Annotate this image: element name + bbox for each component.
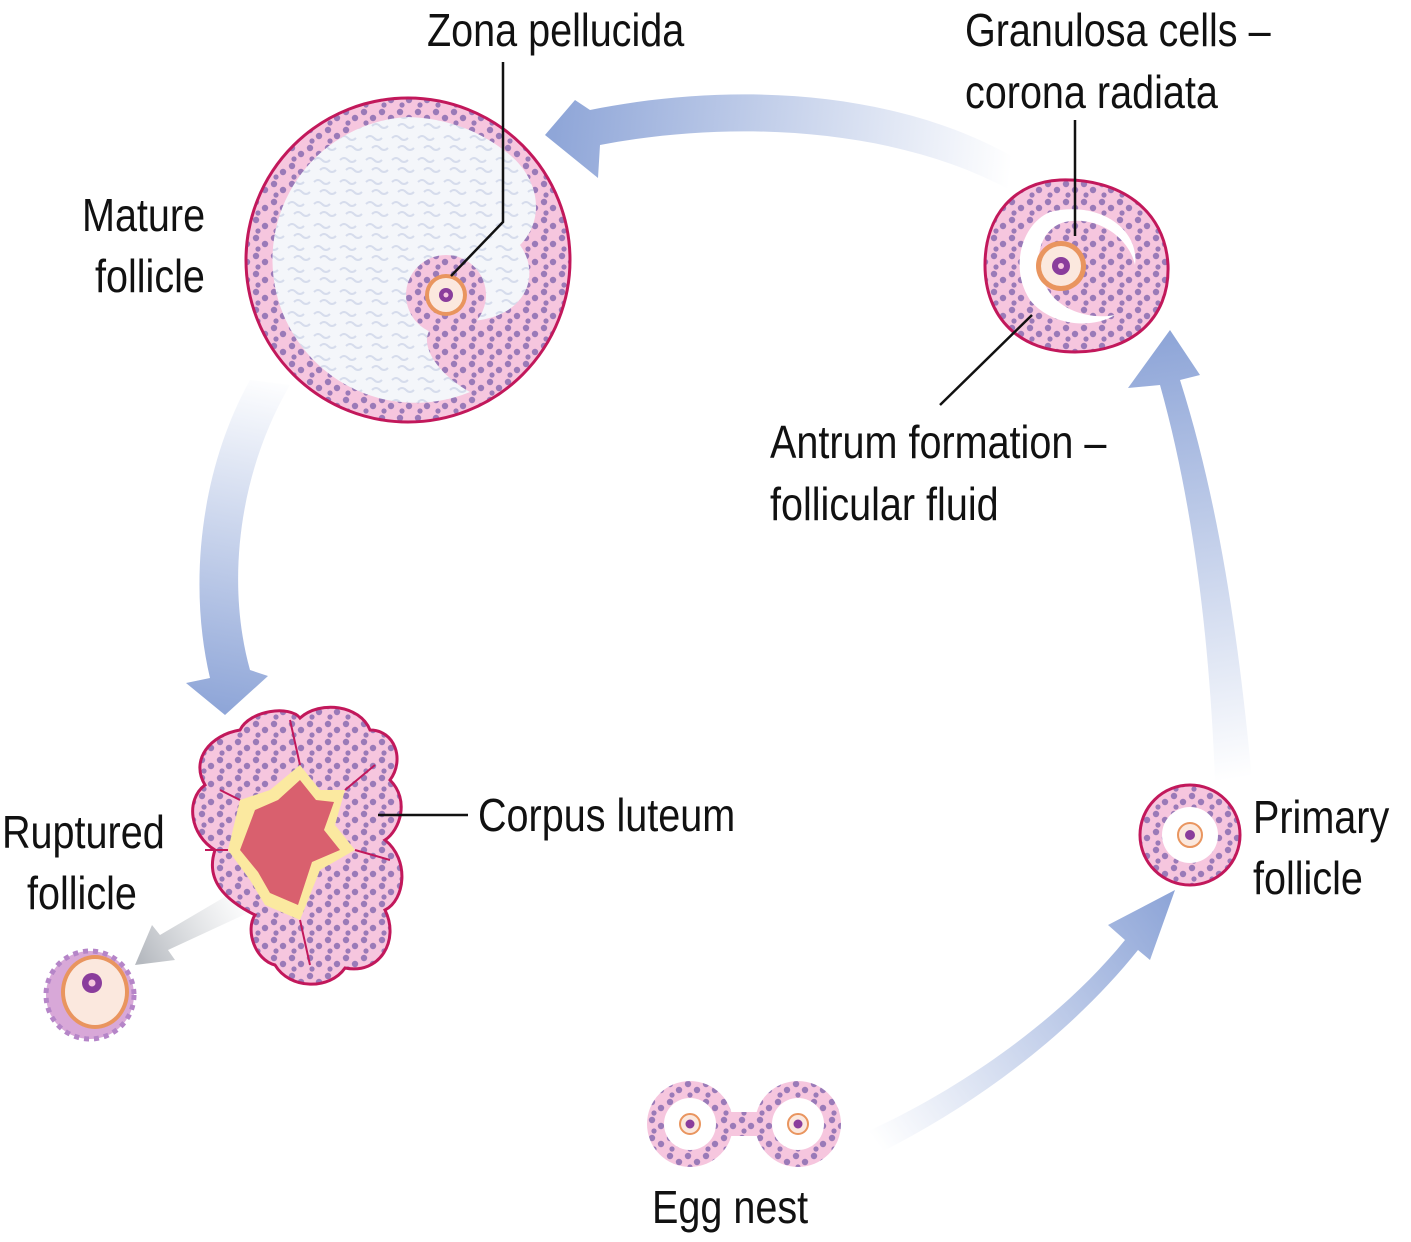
label-antrum-line1: Antrum formation –: [770, 417, 1106, 468]
arrow-mature-to-corpus-luteum: [186, 380, 290, 715]
label-egg-nest: Egg nest: [652, 1182, 808, 1233]
antrum-follicle: [983, 178, 1170, 354]
arrow-antrum-to-mature: [545, 94, 1015, 190]
label-granulosa-line1: Granulosa cells –: [965, 5, 1271, 56]
label-primary-line2: follicle: [1253, 853, 1363, 904]
arrow-egg-nest-to-primary: [860, 890, 1175, 1160]
primary-follicle: [1138, 783, 1242, 887]
leader-antrum: [939, 314, 1033, 406]
label-mature-line2: follicle: [95, 251, 205, 302]
label-ruptured-line1: Ruptured: [2, 807, 165, 858]
mature-follicle: [244, 96, 572, 424]
label-primary-line1: Primary: [1253, 792, 1390, 843]
leader-zona-pellucida: [450, 62, 505, 277]
released-ovum: [43, 948, 137, 1042]
label-antrum-line2: follicular fluid: [770, 479, 999, 530]
label-mature-line1: Mature: [82, 190, 205, 241]
label-zona-pellucida: Zona pellucida: [427, 5, 684, 56]
corpus-luteum: [191, 705, 404, 986]
egg-nest: [647, 1081, 841, 1167]
label-ruptured-line2: follicle: [27, 868, 137, 919]
arrow-primary-to-antrum: [1128, 330, 1252, 780]
arrow-corpus-to-ovum: [135, 885, 250, 965]
label-granulosa-line2: corona radiata: [965, 67, 1218, 118]
label-corpus-luteum: Corpus luteum: [478, 790, 735, 841]
